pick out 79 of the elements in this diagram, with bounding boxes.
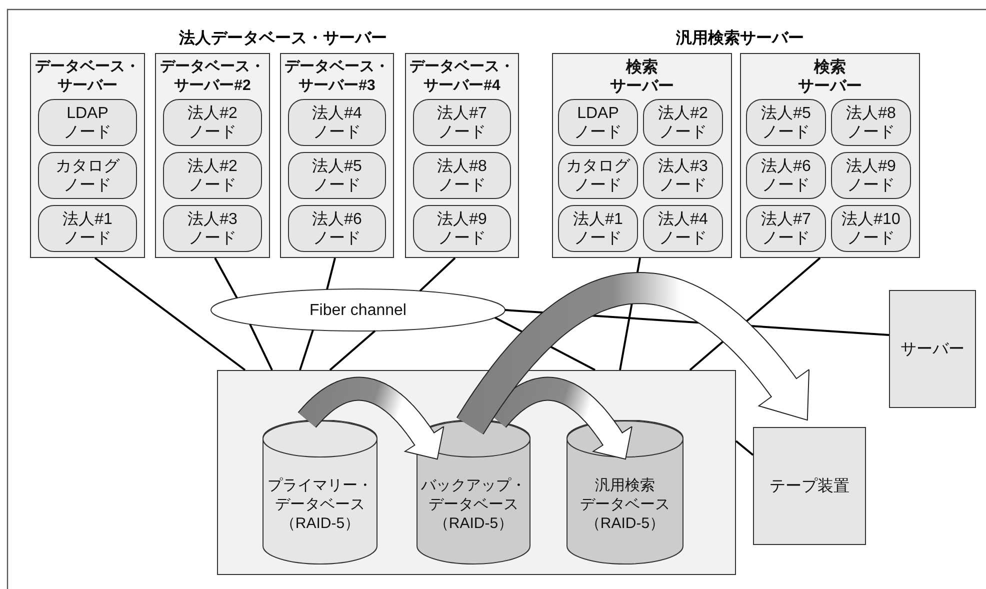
database-label: バックアップ・データベース（RAID-5） bbox=[420, 476, 527, 533]
node-box bbox=[288, 99, 386, 146]
node-label: 法人#6ノード bbox=[760, 156, 812, 194]
node-label: 法人#5ノード bbox=[311, 156, 363, 194]
node-box bbox=[163, 205, 262, 252]
device-label: テープ装置 bbox=[770, 476, 850, 496]
node-label: 法人#9ノード bbox=[845, 156, 897, 194]
node-box bbox=[746, 152, 826, 199]
connector-line bbox=[299, 330, 314, 370]
node-box bbox=[413, 205, 511, 252]
node-label: 法人#4ノード bbox=[311, 104, 363, 142]
node-label: 法人#8ノード bbox=[845, 104, 897, 142]
node-box bbox=[831, 152, 911, 199]
node-label: 法人#1ノード bbox=[572, 210, 624, 248]
database-label: 汎用検索データベース（RAID-5） bbox=[579, 476, 671, 533]
server-box bbox=[405, 53, 519, 258]
group-heading: 汎用検索サーバー bbox=[676, 28, 804, 48]
node-label: 法人#8ノード bbox=[436, 156, 488, 194]
node-box bbox=[288, 152, 386, 199]
server-heading: データベース・サーバー#2 bbox=[159, 57, 266, 95]
server-heading: データベース・サーバー#4 bbox=[408, 57, 516, 95]
server-heading: データベース・サーバー#3 bbox=[284, 57, 390, 95]
node-box bbox=[38, 205, 137, 252]
node-box bbox=[163, 152, 262, 199]
node-box bbox=[558, 205, 638, 252]
node-box bbox=[831, 205, 911, 252]
server-box bbox=[155, 53, 270, 258]
connector-line bbox=[214, 258, 238, 299]
server-heading: 検索サーバー bbox=[797, 58, 863, 96]
node-label: LDAPノード bbox=[62, 104, 112, 142]
device-box bbox=[889, 290, 976, 408]
node-box bbox=[746, 99, 826, 146]
server-box bbox=[30, 53, 145, 258]
node-label: カタログノード bbox=[565, 156, 631, 194]
node-label: 法人#3ノード bbox=[186, 210, 238, 248]
database-label: プライマリー・データベース（RAID-5） bbox=[266, 476, 374, 533]
connector-line bbox=[94, 257, 246, 371]
node-label: 法人#2ノード bbox=[186, 104, 238, 142]
node-label: 法人#4ノード bbox=[657, 210, 709, 248]
node-box bbox=[831, 99, 911, 146]
connector-line bbox=[735, 440, 754, 456]
server-heading: データベース・サーバー bbox=[34, 57, 141, 95]
node-label: 法人#6ノード bbox=[311, 210, 363, 248]
node-box bbox=[558, 99, 638, 146]
server-heading: 検索サーバー bbox=[609, 58, 675, 96]
connector-line bbox=[329, 330, 376, 371]
node-label: 法人#2ノード bbox=[186, 156, 238, 194]
node-label: 法人#9ノード bbox=[436, 210, 488, 248]
node-box bbox=[288, 205, 386, 252]
node-label: LDAPノード bbox=[573, 104, 623, 142]
server-box bbox=[552, 53, 732, 258]
node-box bbox=[413, 152, 511, 199]
connector-line bbox=[419, 257, 456, 292]
storage-box bbox=[217, 370, 736, 575]
device-box bbox=[753, 427, 866, 545]
node-box bbox=[643, 152, 723, 199]
node-label: 法人#5ノード bbox=[760, 104, 812, 142]
connector-line bbox=[326, 258, 336, 290]
group-heading: 法人データベース・サーバー bbox=[179, 28, 387, 48]
node-box bbox=[746, 205, 826, 252]
node-label: 法人#10ノード bbox=[840, 210, 902, 248]
node-box bbox=[38, 152, 137, 199]
node-label: 法人#7ノード bbox=[436, 104, 488, 142]
node-label: 法人#2ノード bbox=[657, 104, 709, 142]
server-box bbox=[740, 53, 920, 258]
node-label: 法人#7ノード bbox=[760, 210, 812, 248]
node-box bbox=[163, 99, 262, 146]
node-box bbox=[413, 99, 511, 146]
node-label: カタログノード bbox=[54, 156, 120, 194]
server-box bbox=[280, 53, 394, 258]
node-box bbox=[558, 152, 638, 199]
network-label: Fiber channel bbox=[310, 300, 406, 320]
node-box bbox=[38, 99, 137, 146]
node-label: 法人#3ノード bbox=[657, 156, 709, 194]
connector-line bbox=[249, 324, 273, 370]
node-box bbox=[643, 205, 723, 252]
node-box bbox=[643, 99, 723, 146]
node-label: 法人#1ノード bbox=[62, 210, 114, 248]
device-label: サーバー bbox=[900, 340, 964, 358]
